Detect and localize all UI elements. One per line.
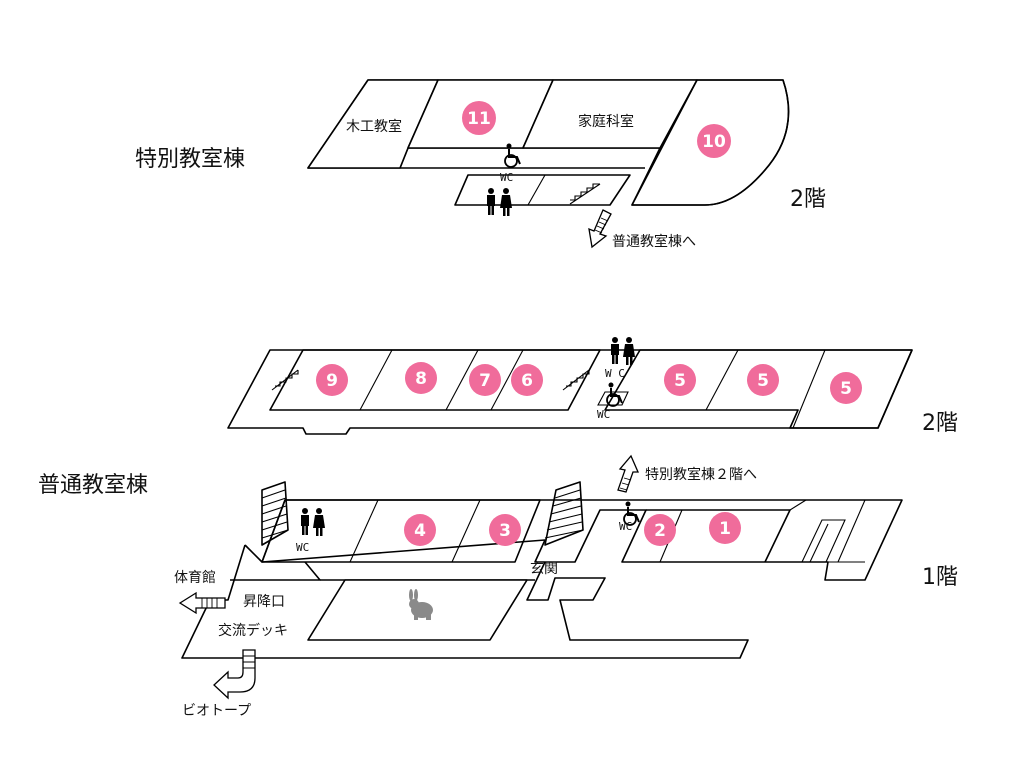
- badge-2: 2: [644, 514, 676, 546]
- special-building-name: 特別教室棟: [135, 147, 245, 172]
- home-ec-label: 家庭科室: [578, 113, 634, 130]
- special-floor-label: 2階: [790, 187, 826, 212]
- svg-text:11: 11: [467, 109, 491, 129]
- arrow-to-general-icon: [588, 209, 612, 249]
- svg-text:6: 6: [521, 371, 533, 391]
- wc-label-2f: WC: [597, 408, 610, 421]
- gym-label: 体育館: [174, 569, 216, 586]
- arrow-to-biotope-icon: [213, 649, 256, 700]
- badge-5b: 5: [747, 364, 779, 396]
- wc-label-1f-left: WC: [296, 541, 309, 554]
- svg-text:1: 1: [719, 519, 731, 539]
- restroom-icon-1f: [301, 508, 325, 536]
- restroom-icon: [487, 188, 512, 216]
- deck-label: 交流デッキ: [218, 622, 288, 639]
- stairs-entry-label: 昇降口: [243, 594, 285, 610]
- arrow-to-special-icon: [617, 454, 639, 493]
- stairs-1f-left[interactable]: [261, 481, 289, 546]
- stairs-2f-middle[interactable]: [562, 369, 590, 391]
- wheelchair-icon-1f: [623, 501, 640, 526]
- badge-10: 10: [697, 124, 731, 158]
- room-10[interactable]: [631, 79, 790, 206]
- to-general-label: 普通教室棟へ: [612, 233, 696, 250]
- badge-6: 6: [511, 364, 543, 396]
- stairs-2f-left[interactable]: [271, 369, 299, 391]
- restroom-icon-2f: [611, 337, 635, 365]
- rabbit-icon: [409, 589, 433, 620]
- badge-1: 1: [709, 512, 741, 544]
- badge-5c: 5: [830, 372, 862, 404]
- svg-text:5: 5: [757, 371, 769, 391]
- svg-text:5: 5: [840, 379, 852, 399]
- woodwork-room[interactable]: [307, 79, 439, 169]
- badge-5a: 5: [664, 364, 696, 396]
- arrow-to-gym-icon: [178, 591, 226, 615]
- to-special-label: 特別教室棟２階へ: [645, 466, 757, 483]
- general-building-name: 普通教室棟: [38, 473, 148, 498]
- home-economics-room[interactable]: [522, 79, 698, 149]
- svg-text:4: 4: [414, 521, 426, 541]
- stairs-1f-middle[interactable]: [544, 481, 584, 546]
- woodwork-label: 木工教室: [346, 118, 402, 135]
- wc-label-1f-right: WC: [619, 520, 632, 533]
- svg-text:7: 7: [479, 371, 491, 391]
- badge-7: 7: [469, 364, 501, 396]
- badge-11: 11: [462, 101, 496, 135]
- stairs-special[interactable]: [569, 183, 601, 205]
- svg-text:9: 9: [326, 371, 338, 391]
- wheelchair-icon: [504, 143, 521, 168]
- biotope-label: ビオトープ: [182, 703, 251, 719]
- general-building-1f: 4 3 2 1 WC WC: [38, 473, 958, 719]
- svg-text:5: 5: [674, 371, 686, 391]
- svg-text:10: 10: [702, 132, 726, 152]
- special-building-2f: 木工教室 家庭科室 11 10 WC: [135, 79, 826, 250]
- badge-3: 3: [489, 514, 521, 546]
- badge-8: 8: [405, 362, 437, 394]
- badge-4: 4: [404, 514, 436, 546]
- general-1f-label: 1階: [922, 565, 958, 590]
- wc-label-2f-upper: W C: [605, 367, 625, 380]
- wc-label-special: WC: [500, 171, 513, 184]
- badge-9: 9: [316, 364, 348, 396]
- entrance-label: 玄関: [530, 560, 558, 577]
- svg-text:8: 8: [415, 369, 427, 389]
- general-building-2f: 9 8 7 6 5 5 5 W C WC 2階: [227, 337, 958, 436]
- svg-text:2: 2: [654, 521, 666, 541]
- svg-text:3: 3: [499, 521, 511, 541]
- general-2f-label: 2階: [922, 411, 958, 436]
